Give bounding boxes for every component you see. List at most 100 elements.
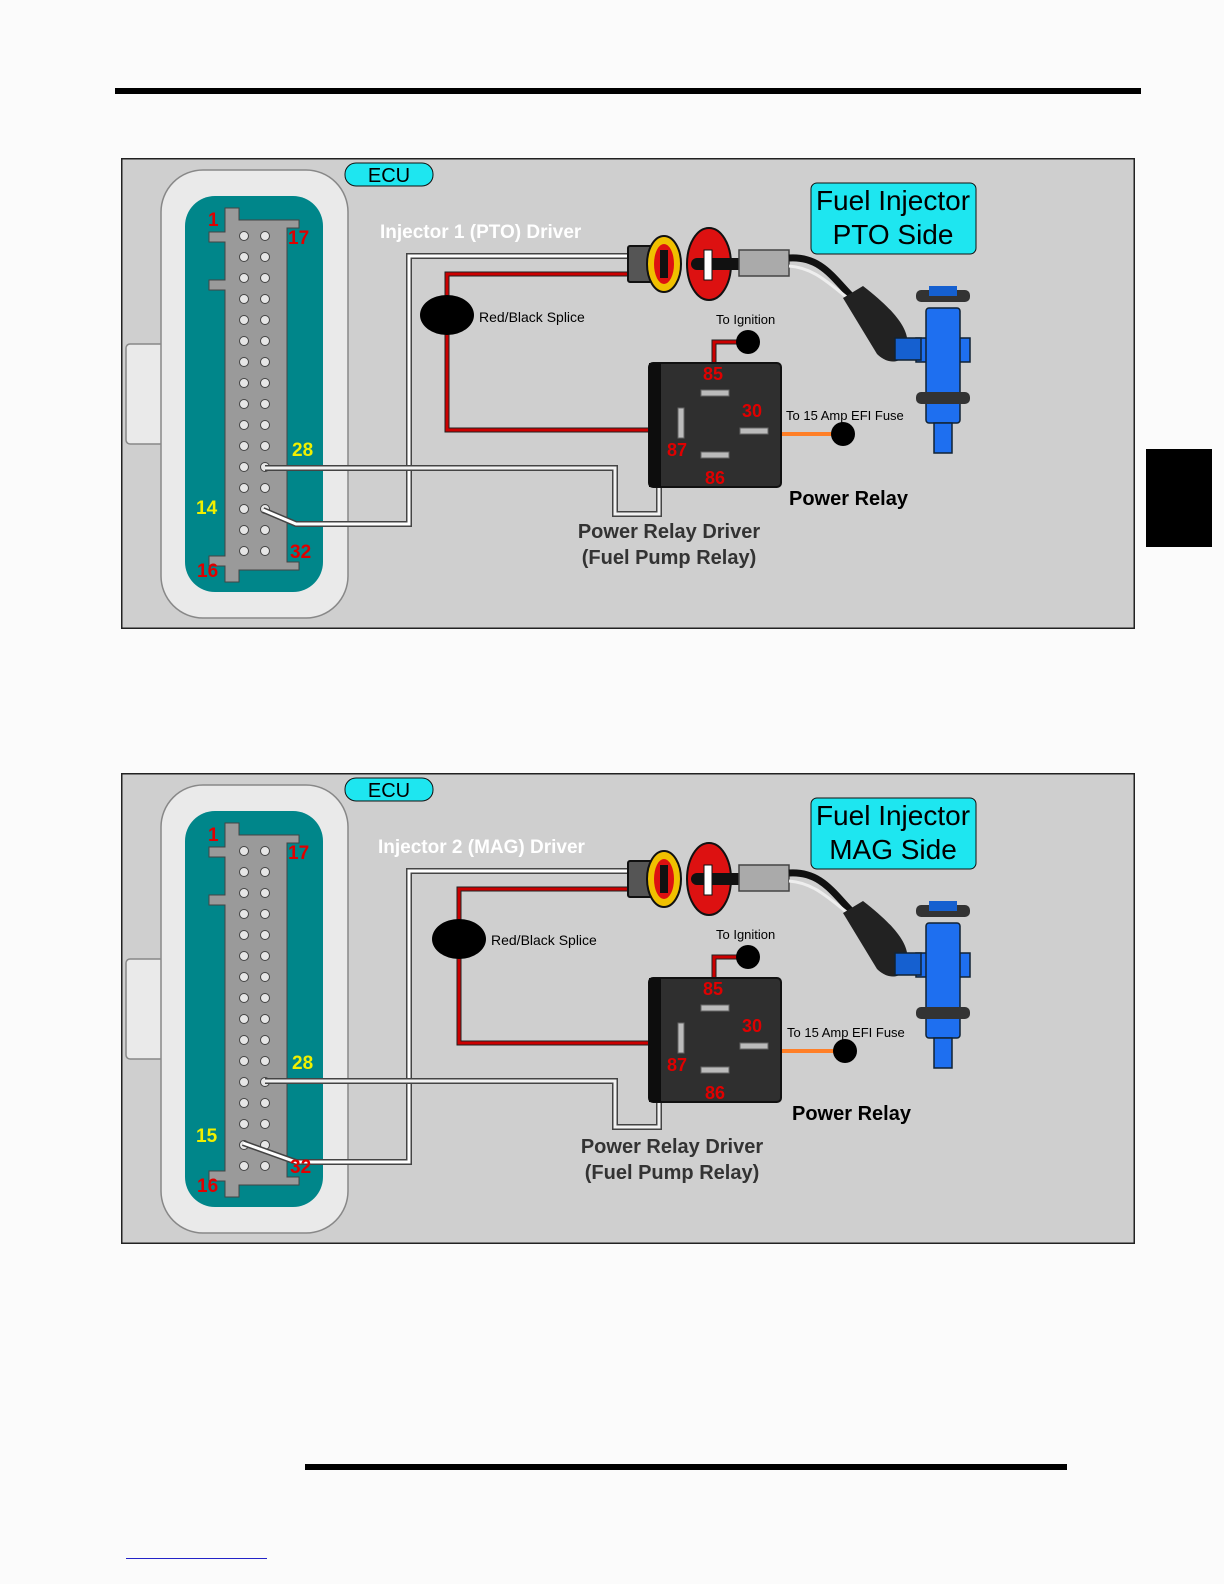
wiring [241, 868, 845, 1165]
ecu-label: ECU [368, 165, 410, 187]
pin-driver-label: 15 [196, 1126, 218, 1147]
relay-terminal-85: 85 [703, 364, 723, 384]
fuel-injector [894, 286, 971, 454]
injector-callout-line2: PTO Side [833, 219, 954, 250]
pin-1-label: 1 [208, 210, 219, 231]
ecu-tag [344, 777, 434, 802]
relay-label: Power Relay [792, 1103, 912, 1125]
connector-pin-socket [260, 273, 270, 283]
relay-label: Power Relay [789, 488, 909, 510]
connector-pin-socket [260, 399, 270, 409]
connector-pin-socket [260, 357, 270, 367]
fuse-terminal [831, 422, 855, 446]
connector-pin-socket [260, 252, 270, 262]
pin-17-label: 17 [288, 228, 309, 249]
connector-pin-socket [239, 483, 249, 493]
relay-terminal-30: 30 [742, 1016, 762, 1036]
connector-pin-socket [239, 888, 249, 898]
connector-pin-socket [260, 231, 270, 241]
connector-pin-socket [239, 420, 249, 430]
connector-pin-socket [239, 231, 249, 241]
relay-terminal-86: 86 [705, 468, 725, 488]
connector-pin-socket [260, 378, 270, 388]
pin-28-label: 28 [292, 440, 313, 461]
connector-pin-socket [260, 441, 270, 451]
connector-pin-socket [239, 1098, 249, 1108]
connector-pin-socket [239, 1014, 249, 1024]
connector-pin-socket [260, 1119, 270, 1129]
header-rule [115, 88, 1141, 94]
driver-label: Injector 1 (PTO) Driver [380, 222, 582, 243]
ignition-terminal [736, 945, 760, 969]
relay-terminal-87: 87 [667, 440, 687, 460]
connector-pin-socket [260, 1014, 270, 1024]
connector-pins [239, 231, 270, 556]
injector-callout [810, 797, 977, 870]
connector-pin-socket [260, 1098, 270, 1108]
fuse-label: To 15 Amp EFI Fuse [787, 1025, 905, 1040]
connector-pin-socket [239, 951, 249, 961]
connector-pin-socket [239, 441, 249, 451]
connector-pin-socket [239, 972, 249, 982]
injector-callout-line1: Fuel Injector [816, 800, 970, 831]
connector-pin-socket [239, 399, 249, 409]
pin-32-label: 32 [290, 542, 311, 563]
connector-pin-socket [260, 993, 270, 1003]
connector-pin-socket [239, 546, 249, 556]
connector-pin-socket [239, 1077, 249, 1087]
power-relay [648, 362, 782, 488]
relay-driver-line2: (Fuel Pump Relay) [585, 1162, 759, 1184]
pin-driver-label: 14 [196, 498, 218, 519]
splice-marker [420, 295, 474, 335]
pin-32-label: 32 [290, 1157, 311, 1178]
mag-injector-wiring-diagram: ECU Fuel Injector MAG Side Injector 2 (M… [121, 773, 1135, 1244]
relay-driver-line1: Power Relay Driver [581, 1136, 764, 1158]
connector-pin-socket [260, 546, 270, 556]
ignition-label: To Ignition [716, 927, 775, 942]
relay-terminal-85: 85 [703, 979, 723, 999]
ignition-terminal [736, 330, 760, 354]
connector-pin-socket [239, 909, 249, 919]
connector-pin-socket [239, 1119, 249, 1129]
pin-16-label: 16 [197, 561, 218, 582]
splice-label: Red/Black Splice [491, 932, 597, 948]
connector-pin-socket [260, 315, 270, 325]
relay-terminal-30: 30 [742, 401, 762, 421]
pto-injector-wiring-diagram: ECU Fuel Injector PTO Side Injector 1 (P… [121, 158, 1135, 629]
relay-driver-line2: (Fuel Pump Relay) [582, 547, 756, 569]
connector-pin-socket [260, 1035, 270, 1045]
connector-pin-socket [239, 1035, 249, 1045]
connector-pin-socket [239, 846, 249, 856]
injector-callout-line1: Fuel Injector [816, 185, 970, 216]
connector-body [208, 207, 300, 583]
connector-pin-socket [260, 909, 270, 919]
pin-17-label: 17 [288, 843, 309, 864]
connector-pins [239, 846, 270, 1171]
connector-pin-socket [260, 888, 270, 898]
chapter-tab [1146, 449, 1212, 547]
pin-1-label: 1 [208, 825, 219, 846]
connector-pin-socket [260, 294, 270, 304]
power-relay [648, 977, 782, 1103]
footer-rule [305, 1464, 1067, 1470]
connector-pin-socket [260, 951, 270, 961]
connector-pin-socket [260, 336, 270, 346]
connector-pin-socket [260, 420, 270, 430]
connector-pin-socket [260, 1161, 270, 1171]
connector-pin-socket [239, 378, 249, 388]
connector-pin-socket [239, 252, 249, 262]
driver-label: Injector 2 (MAG) Driver [378, 837, 586, 858]
connector-pin-socket [260, 525, 270, 535]
splice-marker [432, 919, 486, 959]
connector-pin-socket [239, 930, 249, 940]
injector-callout [810, 182, 977, 255]
connector-pin-socket [260, 972, 270, 982]
connector-pin-socket [239, 294, 249, 304]
injector-harness-connector [627, 842, 908, 977]
connector-pin-socket [260, 483, 270, 493]
fuel-injector [894, 901, 971, 1069]
relay-driver-line1: Power Relay Driver [578, 521, 761, 543]
pin-28-label: 28 [292, 1053, 313, 1074]
connector-pin-socket [239, 315, 249, 325]
ecu-connector [125, 784, 349, 1234]
